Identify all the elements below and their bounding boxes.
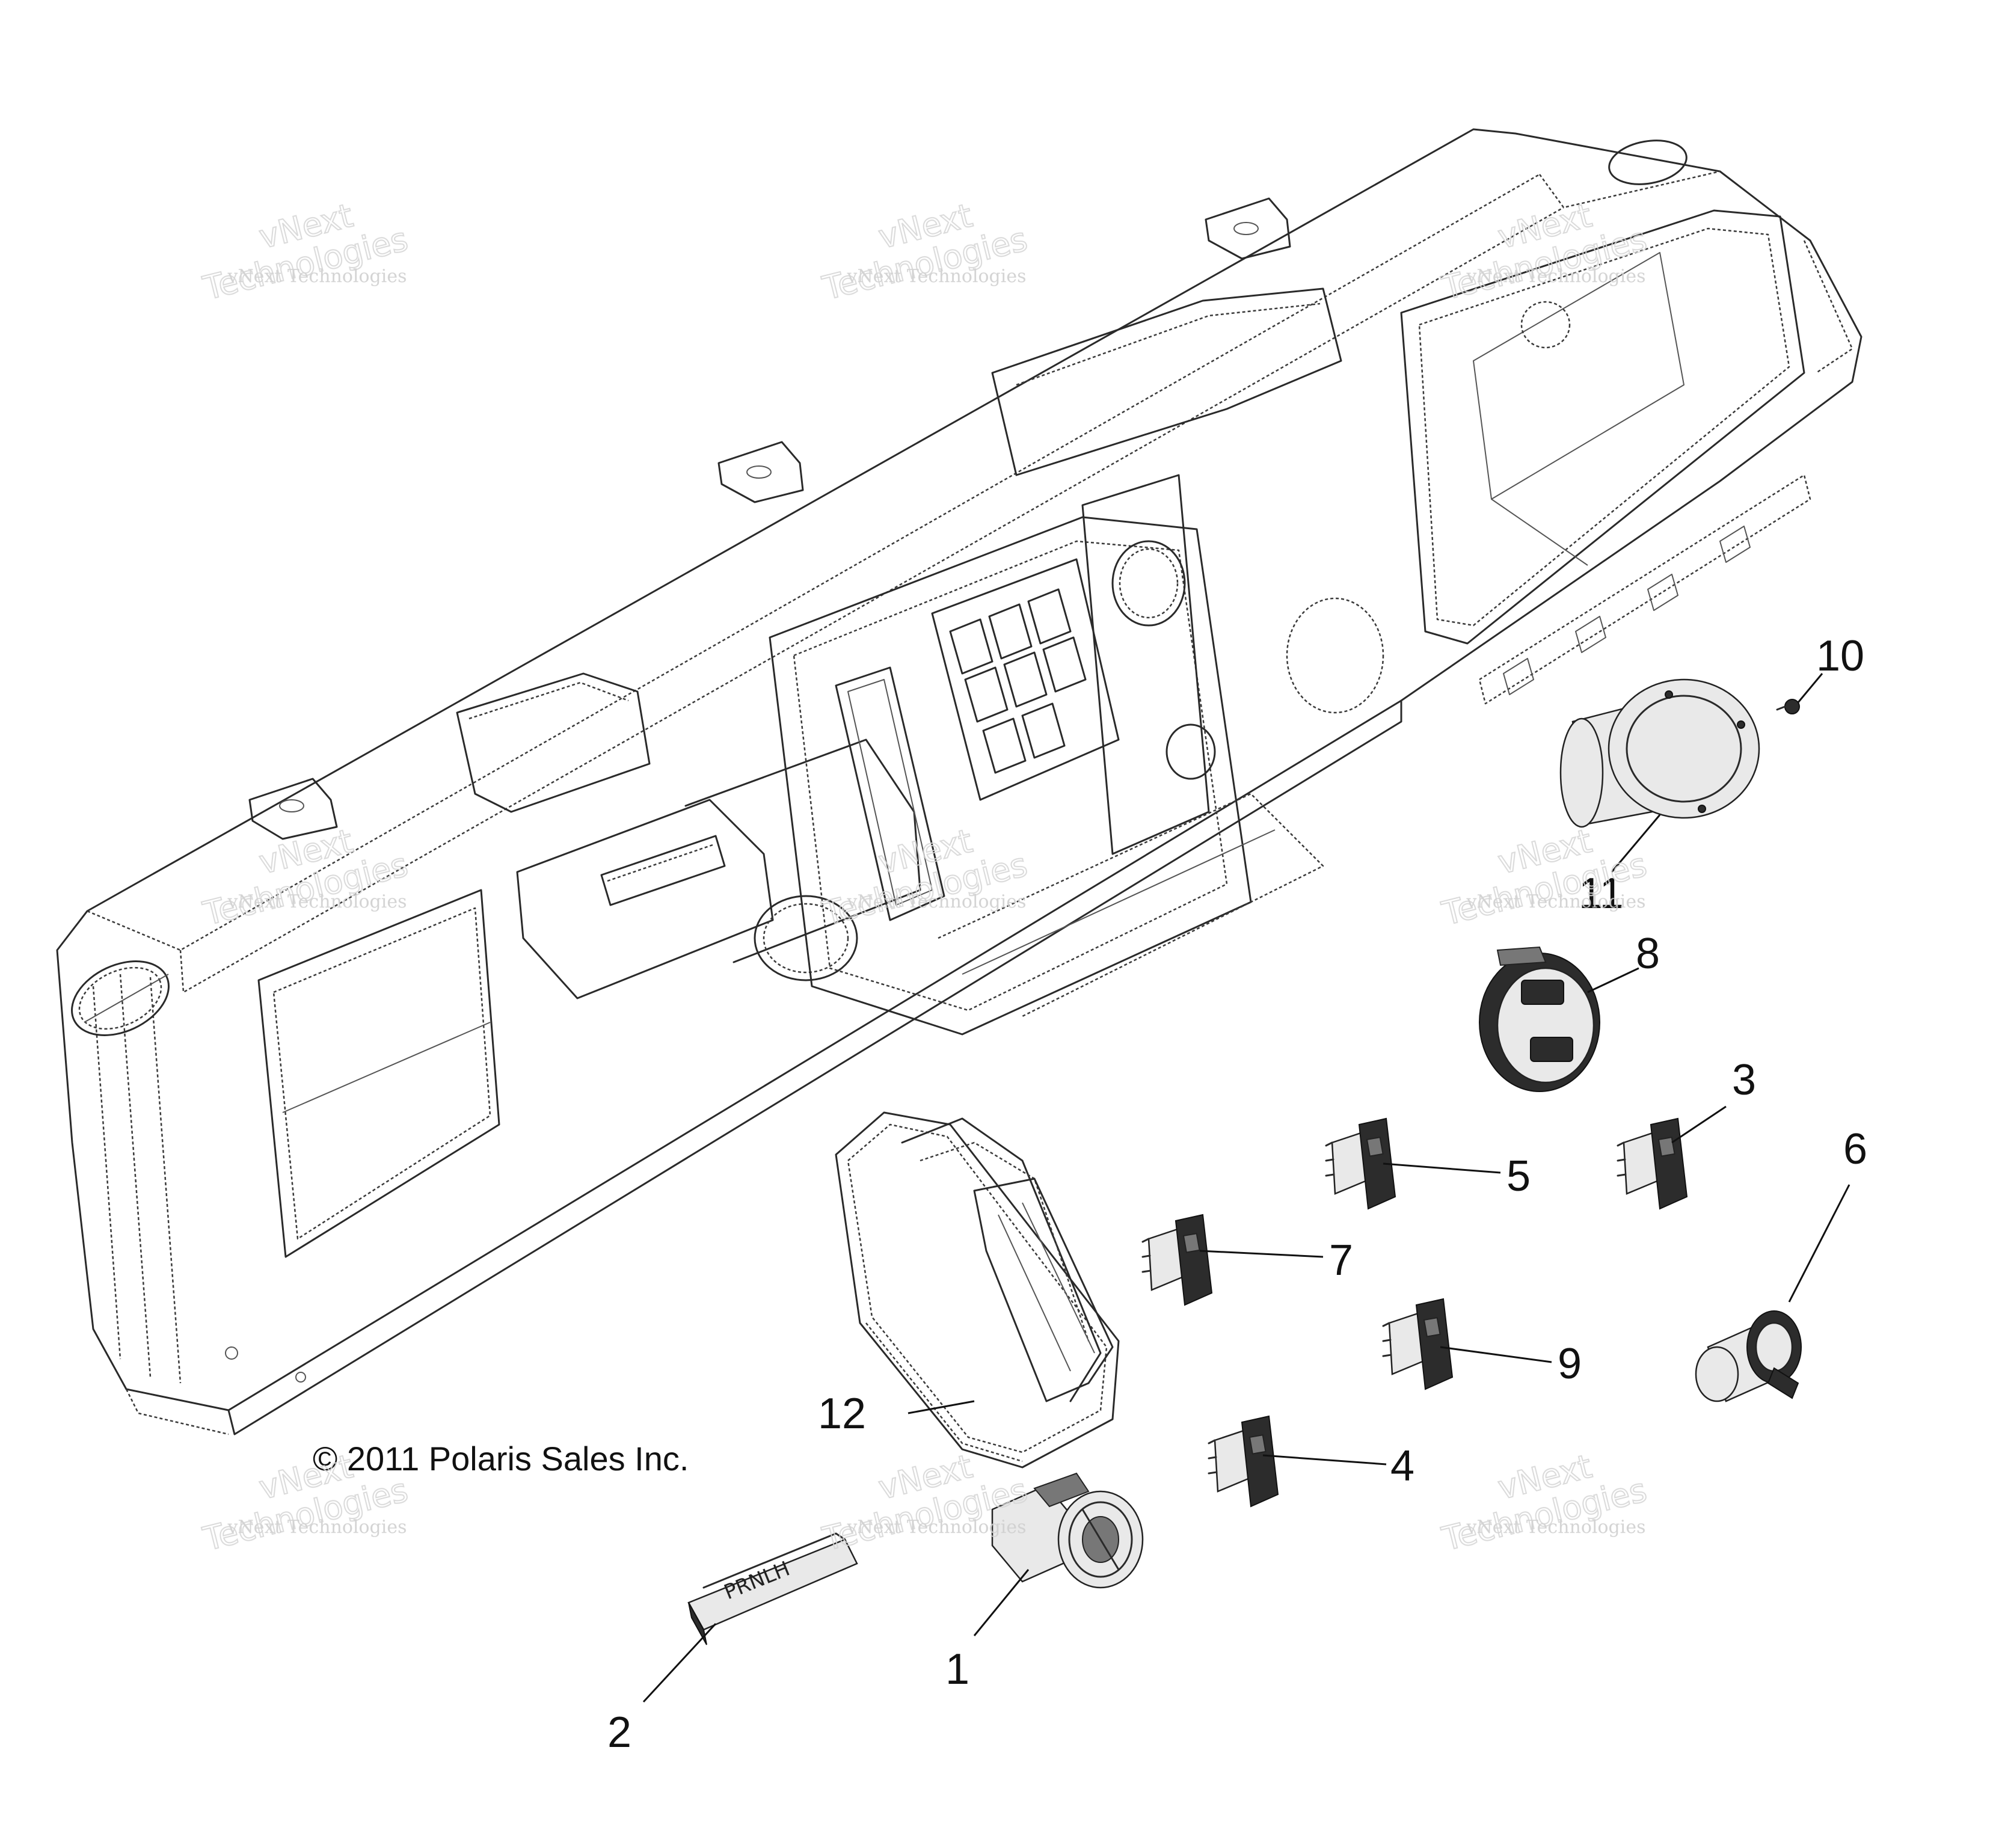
watermark: vNext Technologies vNext Technologies (818, 196, 1031, 308)
callout-5: 5 (1506, 1152, 1531, 1200)
callout-numbers: 1 2 3 4 5 6 7 8 9 10 11 12 (607, 632, 1867, 1757)
svg-text:vNext Technologies: vNext Technologies (1466, 1517, 1645, 1538)
svg-text:vNext Technologies: vNext Technologies (1466, 891, 1645, 912)
rocker-switch-4 (1208, 1415, 1279, 1508)
watermark: vNext Technologies vNext Technologies (1437, 196, 1651, 308)
callout-12: 12 (818, 1390, 866, 1438)
watermark: vNext Technologies vNext Technologies (1437, 1447, 1651, 1559)
svg-text:vNext Technologies: vNext Technologies (846, 266, 1026, 287)
usb-charger (1479, 946, 1600, 1092)
watermark: vNext Technologies vNext Technologies (818, 821, 1031, 933)
rocker-switch-3 (1617, 1117, 1688, 1210)
svg-text:vNext Technologies: vNext Technologies (846, 1517, 1026, 1538)
rocker-switch-9 (1382, 1298, 1454, 1390)
gauge-housing (1559, 678, 1760, 828)
leader-lines (642, 673, 1850, 1703)
callout-10: 10 (1816, 632, 1864, 680)
svg-text:vNext Technologies: vNext Technologies (227, 1517, 407, 1538)
watermark: vNext Technologies vNext Technologies (1437, 821, 1651, 933)
svg-text:vNext Technologies: vNext Technologies (846, 891, 1026, 912)
ignition-switch (991, 1472, 1144, 1589)
svg-text:vNext Technologies: vNext Technologies (227, 266, 407, 287)
callout-6: 6 (1843, 1125, 1867, 1173)
watermark: vNext Technologies vNext Technologies (198, 196, 412, 308)
rocker-switch-5 (1325, 1117, 1396, 1210)
power-outlet (1695, 1310, 1802, 1402)
svg-text:vNext Technologies: vNext Technologies (227, 891, 407, 912)
callout-3: 3 (1732, 1056, 1756, 1104)
dashboard-panel (56, 128, 1863, 1435)
callout-9: 9 (1558, 1340, 1582, 1388)
shifter-boot (835, 1111, 1120, 1469)
copyright-notice: © 2011 Polaris Sales Inc. (313, 1440, 689, 1478)
rocker-switch-7 (1141, 1214, 1213, 1306)
callout-4: 4 (1390, 1442, 1414, 1490)
callout-11: 11 (1579, 870, 1624, 918)
callout-1: 1 (945, 1645, 969, 1693)
callout-8: 8 (1636, 930, 1660, 978)
svg-text:vNext Technologies: vNext Technologies (1466, 266, 1645, 287)
screw (1776, 699, 1800, 714)
callout-2: 2 (607, 1708, 631, 1757)
callout-7: 7 (1329, 1236, 1353, 1285)
